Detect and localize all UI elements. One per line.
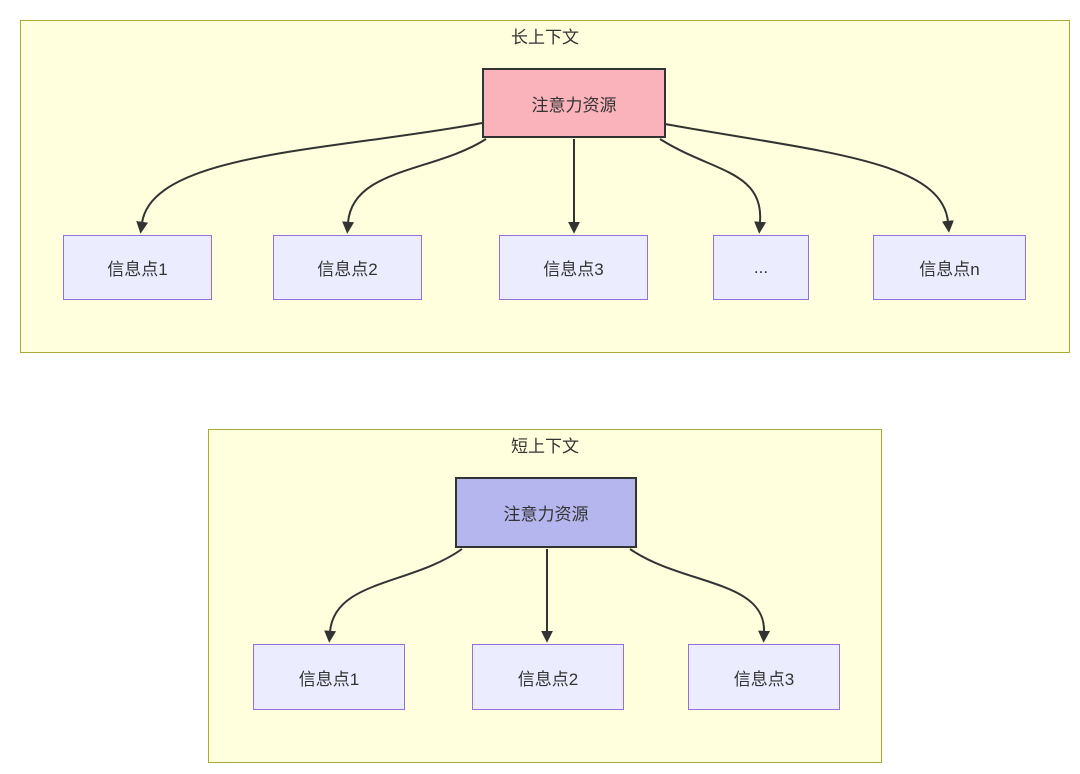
info-node-short-2: 信息点2 <box>472 644 624 710</box>
info-node-short-1: 信息点1 <box>253 644 405 710</box>
edge-long-attn-to-info1 <box>136 122 483 234</box>
edge-long-attn-to-ellipsis <box>659 138 767 234</box>
edge-long-attn-to-info2 <box>342 138 487 234</box>
info-node-long-1: 信息点1 <box>63 235 212 300</box>
info-node-long-n: 信息点n <box>873 235 1026 300</box>
attention-node-long: 注意力资源 <box>482 68 666 138</box>
info-node-long-ellipsis: ... <box>713 235 809 300</box>
edge-short-attn-to-info3 <box>629 548 771 643</box>
info-node-long-2: 信息点2 <box>273 235 422 300</box>
info-node-long-3: 信息点3 <box>499 235 648 300</box>
long-context-title: 长上下文 <box>511 28 579 47</box>
attention-node-short: 注意力资源 <box>455 477 637 548</box>
info-node-short-3: 信息点3 <box>688 644 840 710</box>
short-context-title: 短上下文 <box>511 437 579 456</box>
edge-long-attn-to-infon <box>664 123 954 233</box>
edge-short-attn-to-info1 <box>324 548 463 643</box>
